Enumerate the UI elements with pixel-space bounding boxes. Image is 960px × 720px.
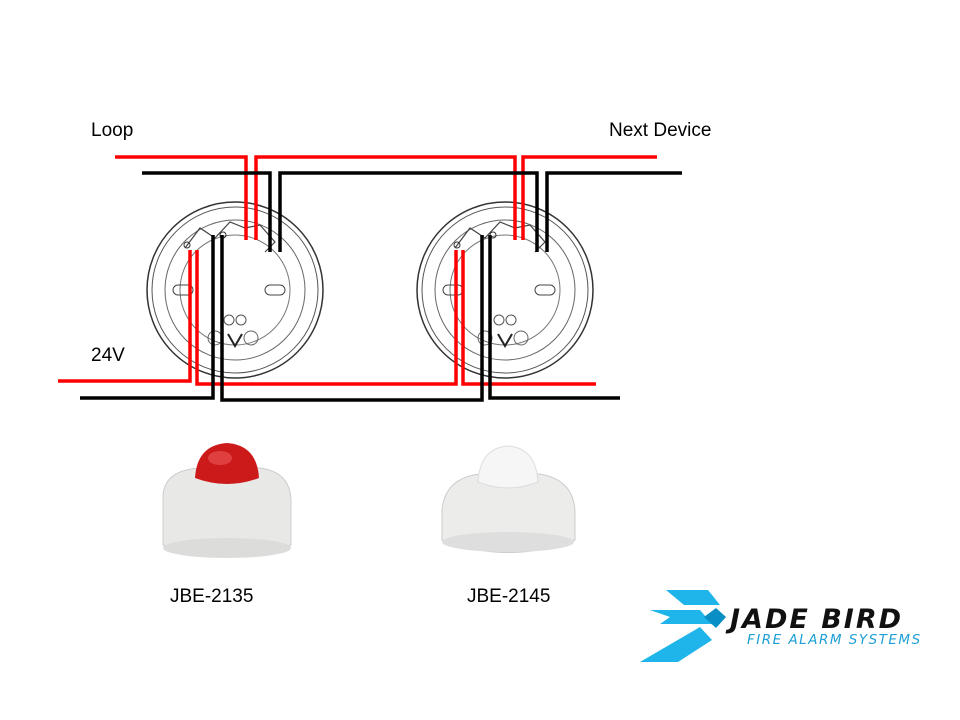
power-red-wire-in <box>58 250 192 383</box>
power-red-wire-link <box>195 250 458 386</box>
detector-base-1 <box>146 201 324 379</box>
logo-subtitle: FIRE ALARM SYSTEMS <box>747 632 922 648</box>
device-jbe-2135-image <box>162 443 292 558</box>
jade-bird-logo-mark <box>640 590 726 662</box>
loop-black-wire-link <box>278 171 539 252</box>
device-jbe-2145-image <box>441 445 576 553</box>
power-black-wire-link <box>220 235 484 402</box>
detector-base-2 <box>416 201 594 379</box>
device-model-label-1: JBE-2135 <box>170 586 254 607</box>
power-24v-label: 24V <box>91 345 125 366</box>
loop-black-wire-in <box>142 171 272 252</box>
next-device-label: Next Device <box>609 120 712 141</box>
power-black-wire-in <box>80 235 215 400</box>
loop-label: Loop <box>91 120 134 141</box>
loop-black-wire-out <box>545 171 682 252</box>
power-black-wire-out <box>488 235 620 400</box>
loop-red-wire-link <box>254 155 517 240</box>
logo-title: JADE BIRD <box>730 604 904 635</box>
loop-red-wire-out <box>521 155 657 240</box>
device-model-label-2: JBE-2145 <box>467 586 551 607</box>
loop-red-wire-in <box>115 155 248 240</box>
power-red-wire-out <box>461 250 596 386</box>
